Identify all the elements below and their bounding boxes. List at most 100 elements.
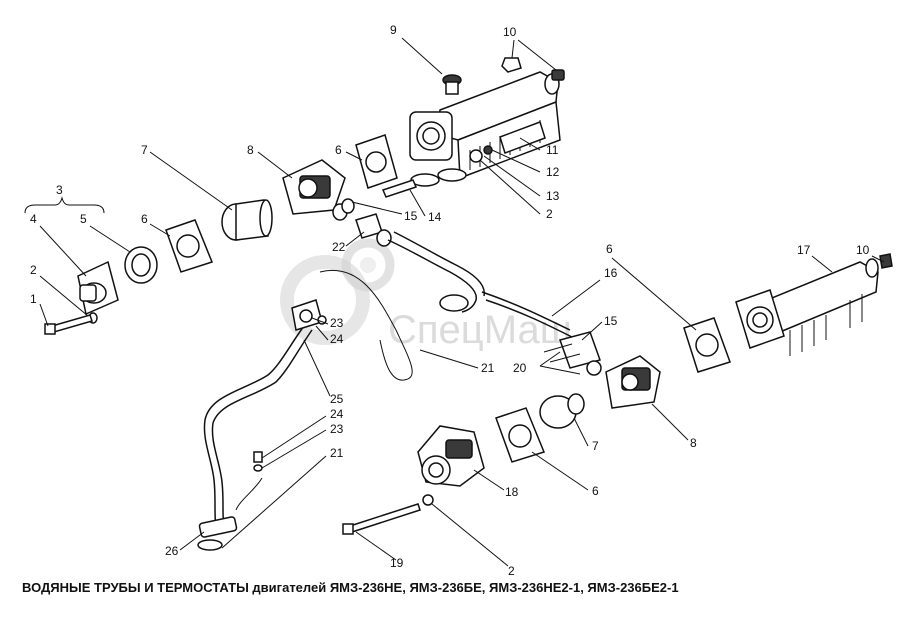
callout-label-c8a: 8 [247, 143, 254, 157]
callout-label-c2c: 2 [508, 564, 515, 578]
callout-label-c24b: 24 [330, 407, 344, 421]
thermostat-housing-8-lower [605, 355, 661, 409]
leader-line-c7b-0 [573, 417, 589, 447]
thermostat-7-lower [539, 393, 585, 429]
leader-line-c24b-0 [261, 415, 327, 459]
leader-line-c24a-0 [315, 325, 329, 341]
diagram-caption: ВОДЯНЫЕ ТРУБЫ И ТЕРМОСТАТЫ двигателей ЯМ… [22, 580, 679, 595]
leader-line-c11-0 [519, 137, 541, 151]
callout-label-c8b: 8 [690, 436, 697, 450]
callout-label-c23a: 23 [330, 316, 344, 330]
leader-line-c4-0 [39, 225, 87, 277]
leader-line-c9-0 [401, 37, 443, 75]
thermostat-housing-8-upper [282, 159, 346, 215]
plug-10-upper [501, 57, 565, 81]
leader-line-c10b-0 [871, 255, 885, 263]
nut-12-13 [469, 145, 493, 163]
bolt-19 [342, 503, 421, 535]
callout-label-c1: 1 [30, 292, 37, 306]
callout-label-c14: 14 [428, 210, 442, 224]
leader-line-c2b-0 [39, 275, 89, 317]
leader-line-c8b-0 [651, 403, 689, 441]
callout-label-c11: 11 [546, 143, 559, 157]
leader-line-c5-0 [89, 225, 131, 253]
leader-line-c20-1 [539, 365, 581, 375]
callout-label-c4: 4 [30, 212, 37, 226]
leader-line-c6d-0 [531, 451, 589, 491]
gasket-6-upper [355, 134, 398, 189]
leader-line-c6b-0 [149, 223, 171, 237]
leader-line-c10a-1 [517, 39, 557, 71]
callout-label-c22: 22 [332, 240, 346, 254]
callout-label-c12: 12 [546, 165, 560, 179]
leader-line-c6a-0 [345, 151, 363, 161]
bolt-1 [44, 314, 93, 335]
ring-5 [124, 246, 158, 284]
leader-line-c21a-0 [419, 349, 479, 369]
washer-2-lower [422, 494, 434, 506]
callout-label-c10a: 10 [503, 25, 517, 39]
callout-label-c6d: 6 [592, 484, 599, 498]
callout-label-c21b: 21 [330, 446, 344, 460]
leader-line-c2c-0 [431, 503, 509, 567]
leader-line-c18-0 [473, 469, 505, 491]
callout-label-c26: 26 [165, 544, 179, 558]
gasket-6-right [683, 317, 731, 373]
callout-label-c18: 18 [505, 485, 519, 499]
leader-line-c19-0 [355, 531, 397, 561]
callout-label-c9: 9 [390, 23, 397, 37]
wire-loop-21 [235, 269, 413, 511]
callout-label-c20: 20 [513, 361, 527, 375]
leader-line-c13-0 [483, 155, 541, 197]
callout-label-c2a: 2 [546, 207, 553, 221]
leader-line-c12-0 [491, 149, 541, 173]
leader-line-c15a-0 [351, 201, 403, 215]
flange-25 [291, 299, 327, 331]
callout-label-c7b: 7 [592, 439, 599, 453]
group-bracket-3 [24, 196, 105, 214]
leader-line-c2a-0 [479, 159, 541, 215]
clamp-15-lower [543, 331, 602, 376]
callout-label-c6c: 6 [606, 242, 613, 256]
water-pipe-17 [735, 253, 893, 356]
callout-label-c7a: 7 [141, 143, 148, 157]
leader-line-c23b-0 [261, 429, 327, 469]
thermostat-housing-18 [417, 425, 485, 487]
leader-line-c8a-0 [257, 151, 293, 179]
gasket-6-left [165, 219, 213, 273]
leader-line-c10a-0 [511, 39, 515, 59]
gasket-6-lower [495, 407, 546, 463]
watermark-text: СпецМаш [388, 308, 572, 352]
watermark: СпецМаш [280, 238, 572, 352]
callout-label-c23b: 23 [330, 422, 344, 436]
leader-line-c21b-0 [221, 455, 327, 549]
bypass-pipe-16 [387, 231, 575, 339]
hose-22 [355, 213, 392, 247]
leader-line-c17-0 [811, 255, 833, 273]
leader-line-c6c-0 [611, 257, 697, 331]
callout-label-c19: 19 [390, 556, 404, 570]
leader-line-c7a-0 [149, 151, 233, 211]
callout-label-c16: 16 [604, 266, 618, 280]
leader-line-c23a-0 [311, 317, 329, 325]
leader-line-c15b-0 [581, 321, 603, 341]
bolt-24 [253, 451, 263, 472]
cover-4 [77, 260, 119, 316]
thermostat-7-upper [221, 199, 273, 241]
callout-label-c6a: 6 [335, 143, 342, 157]
callout-label-c5: 5 [80, 212, 87, 226]
leader-line-c16-0 [551, 279, 601, 317]
callout-label-c21a: 21 [481, 361, 495, 375]
gear-icon [280, 255, 370, 345]
leader-line-c22-0 [345, 231, 365, 247]
leader-line-c25-0 [303, 339, 331, 397]
leader-line-c14-0 [409, 189, 426, 217]
callout-label-c15a: 15 [404, 209, 418, 223]
callout-label-c3: 3 [56, 183, 63, 197]
leader-line-c20-0 [539, 351, 561, 367]
callout-label-c6b: 6 [141, 212, 148, 226]
callout-label-c24a: 24 [330, 332, 344, 346]
leader-line-c1-0 [39, 303, 49, 327]
